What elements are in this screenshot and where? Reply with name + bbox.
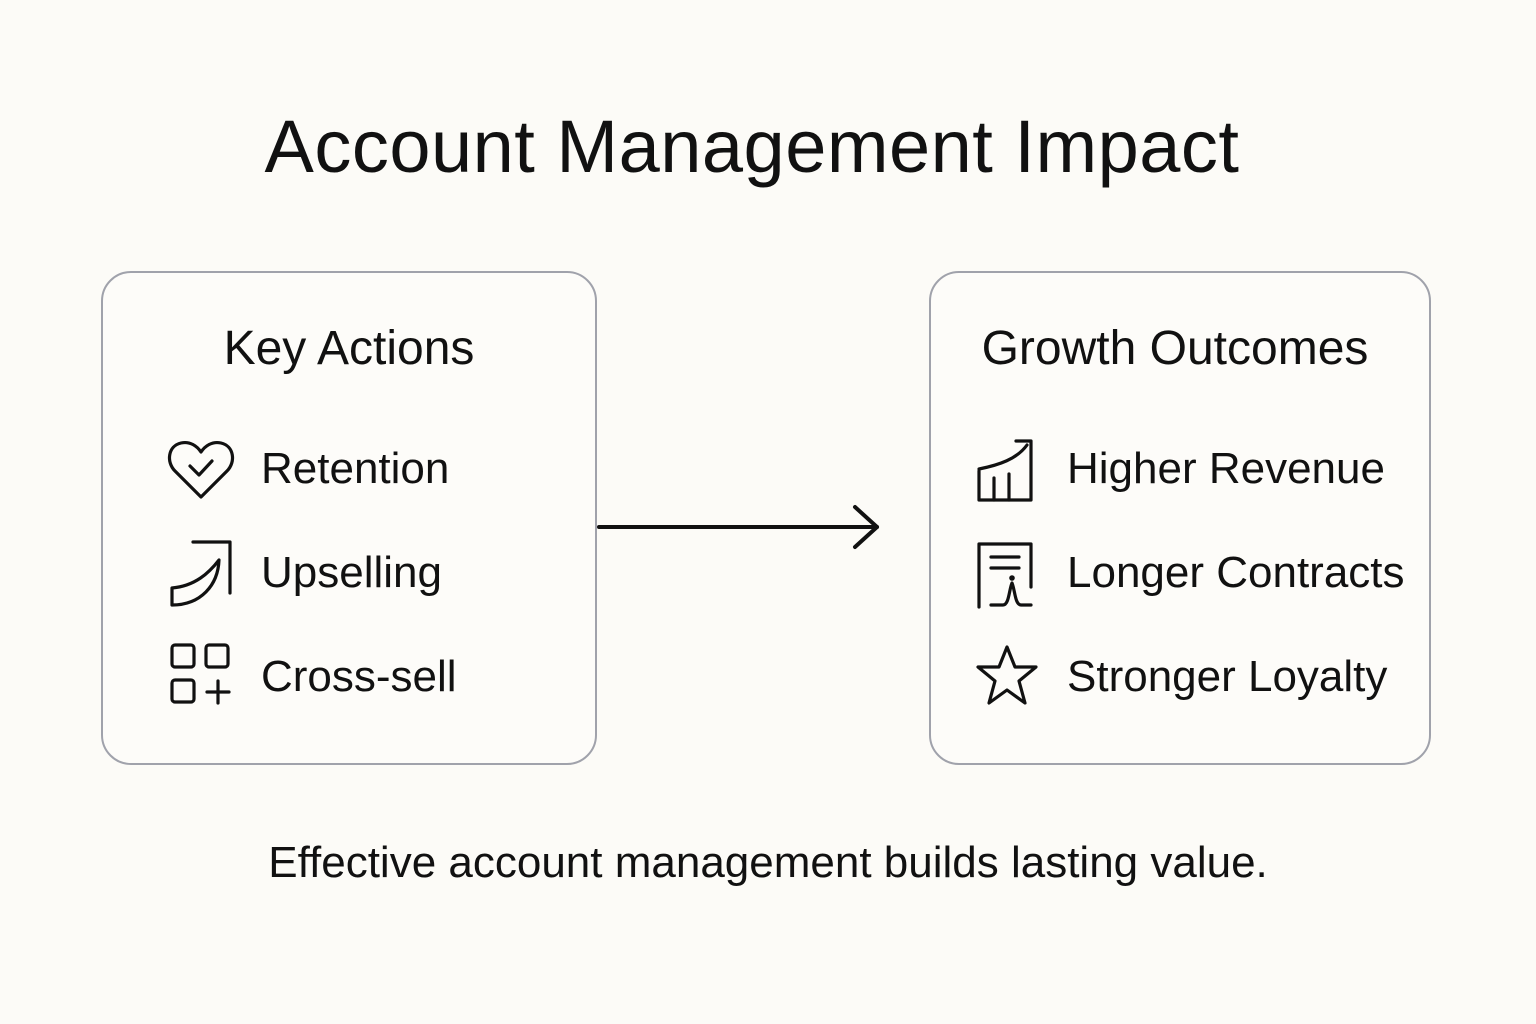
item-label: Retention bbox=[261, 444, 450, 493]
growth-outcomes-title: Growth Outcomes bbox=[981, 322, 1369, 375]
list-item-stronger-loyalty: Stronger Loyalty bbox=[969, 637, 1387, 717]
upsell-arrow-icon bbox=[163, 535, 239, 611]
list-item-cross-sell: Cross-sell bbox=[163, 637, 457, 717]
item-label: Longer Contracts bbox=[1067, 548, 1405, 597]
key-actions-box: Key Actions Retention Upselling bbox=[101, 271, 597, 765]
caption: Effective account management builds last… bbox=[268, 838, 1268, 887]
list-item-upselling: Upselling bbox=[163, 533, 442, 613]
diagram-title: Account Management Impact bbox=[264, 105, 1240, 188]
item-label: Higher Revenue bbox=[1067, 444, 1385, 493]
growth-outcomes-box: Growth Outcomes Higher Revenue Longer Co… bbox=[929, 271, 1431, 765]
arrow-right-icon bbox=[597, 500, 887, 556]
list-item-longer-contracts: Longer Contracts bbox=[969, 533, 1405, 613]
contract-signature-icon bbox=[969, 535, 1045, 611]
item-label: Upselling bbox=[261, 548, 442, 597]
star-icon bbox=[969, 639, 1045, 715]
list-item-retention: Retention bbox=[163, 429, 449, 509]
key-actions-title: Key Actions bbox=[223, 322, 475, 375]
bar-chart-growth-icon bbox=[969, 431, 1045, 507]
item-label: Stronger Loyalty bbox=[1067, 652, 1388, 701]
list-item-higher-revenue: Higher Revenue bbox=[969, 429, 1385, 509]
item-label: Cross-sell bbox=[261, 652, 457, 701]
grid-plus-icon bbox=[163, 639, 239, 715]
heart-check-icon bbox=[163, 431, 239, 507]
